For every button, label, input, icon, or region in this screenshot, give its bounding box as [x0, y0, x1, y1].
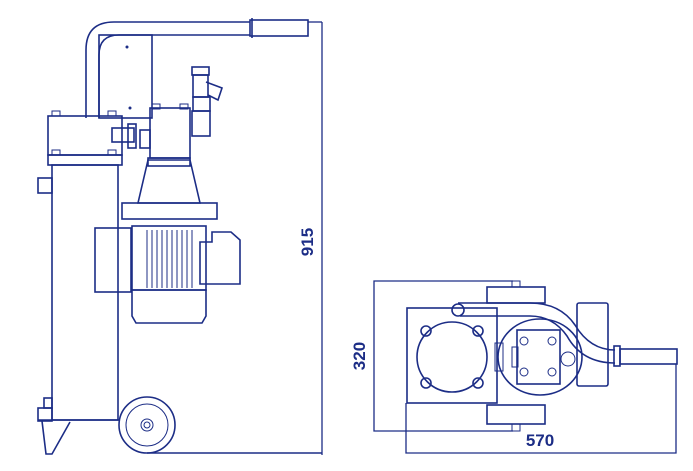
handle — [85, 18, 309, 118]
handle-grip — [249, 19, 309, 37]
base-stand — [37, 397, 322, 455]
junction-box — [94, 227, 132, 293]
length-dimension-label: 570 — [526, 431, 554, 450]
pump-housing — [497, 318, 583, 396]
width-dimension-label: 320 — [350, 342, 369, 370]
motor-top — [576, 302, 609, 387]
wheel-bottom — [486, 404, 546, 425]
valve — [191, 66, 224, 137]
width-dimension: 320 — [350, 280, 513, 432]
length-dimension: 570 — [405, 364, 677, 454]
mounting-plate — [98, 34, 153, 119]
wheel — [118, 396, 176, 454]
filter-head — [416, 303, 519, 393]
side-view: 915 — [37, 18, 323, 455]
handle-top — [458, 302, 678, 367]
motor-flange — [121, 202, 218, 220]
pump — [139, 103, 191, 159]
height-dimension-label: 915 — [298, 228, 317, 256]
wheel-top — [486, 286, 546, 304]
filter-housing — [37, 110, 137, 421]
fan-cover — [199, 231, 241, 285]
top-view: 320 570 — [350, 280, 678, 454]
motor — [94, 225, 241, 324]
height-dimension: 915 — [298, 21, 323, 455]
